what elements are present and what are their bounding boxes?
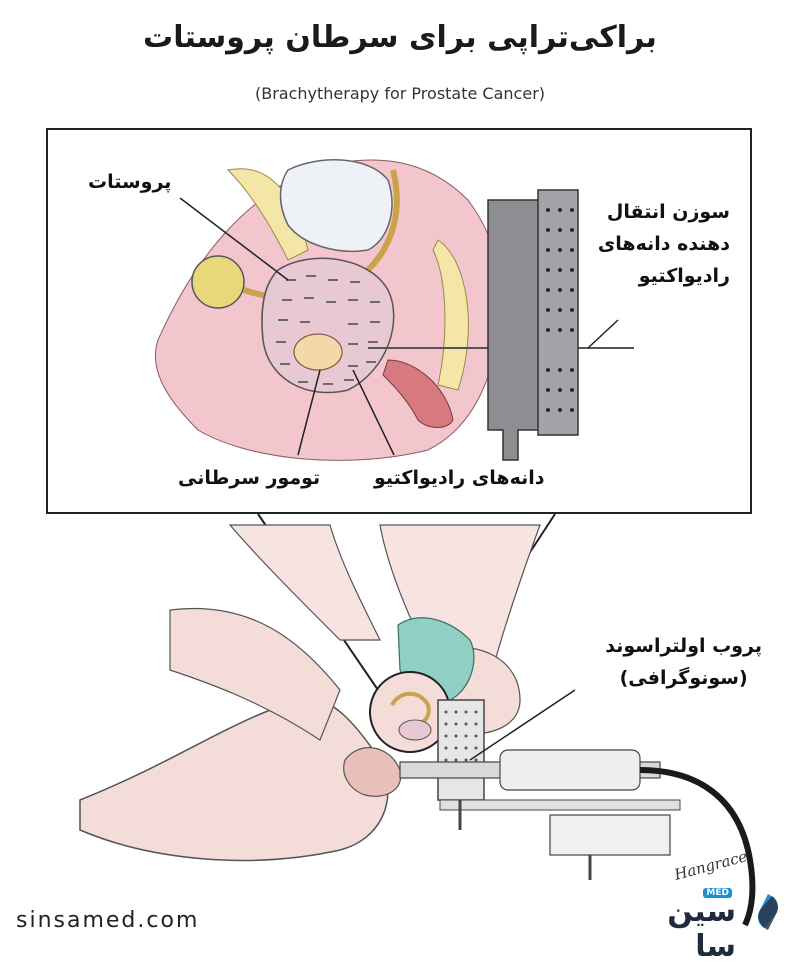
- grid-template-face-holes: [546, 208, 574, 412]
- zoom-prostate: [398, 719, 432, 741]
- stepper-carriage: [549, 814, 671, 856]
- fat-tissue-upper: [226, 168, 309, 261]
- needle-leader-line: [587, 319, 619, 349]
- label-tumor: تومور سرطانی: [178, 467, 321, 489]
- label-needle-line2: دهنده دانه‌های: [597, 233, 730, 255]
- patient-leg-left: [228, 524, 381, 641]
- fat-tissue-right: [432, 239, 469, 391]
- brand-name: سین سا: [667, 894, 736, 964]
- brand-logo: MED سین سا: [640, 888, 790, 964]
- patient-buttocks: [79, 697, 389, 862]
- probe-cable: [639, 767, 756, 927]
- website-watermark: sinsamed.com: [16, 908, 200, 933]
- seeds-leader-line: [352, 369, 395, 456]
- patient-thigh-left: [169, 607, 341, 741]
- label-needle-line3: رادیواکتیو: [638, 265, 730, 287]
- page-subtitle: (Brachytherapy for Prostate Cancer): [254, 84, 546, 103]
- stepper-unit: [499, 749, 641, 791]
- patient-perineum: [343, 747, 402, 797]
- bladder: [279, 159, 393, 252]
- radioactive-seeds: [276, 275, 380, 385]
- artist-signature: Hangrace: [671, 847, 749, 884]
- label-prostate: پروستات: [88, 171, 172, 193]
- brand-badge: MED: [703, 888, 732, 898]
- page-title: براکی‌تراپی برای سرطان پروستات: [143, 20, 657, 55]
- label-needle-line1: سوزن انتقال: [606, 201, 730, 223]
- tumor-leader-line: [297, 369, 321, 456]
- label-needle: سوزن انتقال دهنده دانه‌های رادیواکتیو: [598, 196, 730, 292]
- grid-template-face: [537, 189, 579, 436]
- rectum-tissue: [382, 359, 454, 428]
- grid-template-stand: [437, 699, 485, 801]
- anatomy-inset: پروستات سوزن انتقال دهنده دانه‌های رادیو…: [46, 128, 752, 514]
- label-probe-line1: پروب اولتراسوند: [605, 635, 762, 657]
- anatomy-cross-section: [154, 159, 634, 461]
- label-seeds: دانه‌های رادیواکتیو: [374, 467, 545, 489]
- sinsamed-logo-icon: [757, 894, 779, 930]
- prostate-gland: [261, 257, 395, 394]
- label-probe-line2: (سونوگرافی): [619, 667, 748, 689]
- catheter-balloon: [191, 255, 245, 309]
- prostate-leader-line: [179, 197, 289, 281]
- cancer-tumor: [293, 333, 343, 371]
- probe-leader-line: [469, 689, 576, 761]
- grid-template-holes: [444, 710, 478, 762]
- label-probe: پروب اولتراسوند (سونوگرافی): [605, 630, 762, 694]
- stepper-rail: [439, 799, 681, 811]
